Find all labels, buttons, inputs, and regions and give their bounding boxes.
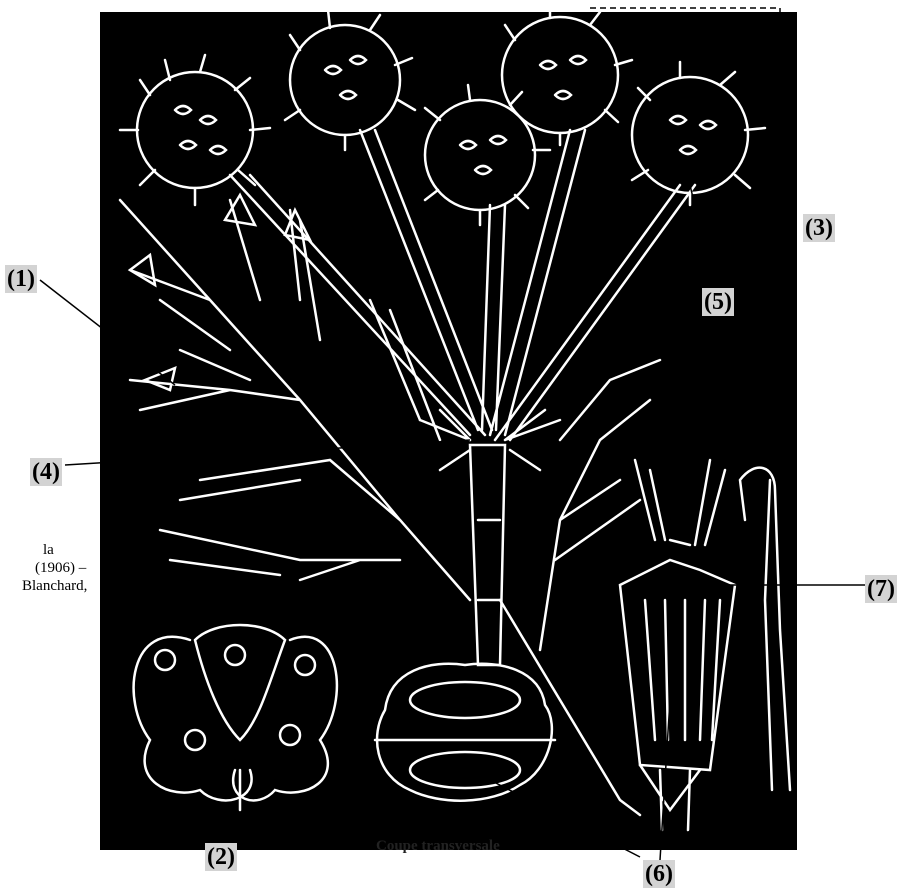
label-3: (3) (803, 214, 835, 242)
flower-head-2 (285, 10, 415, 150)
label-7: (7) (865, 575, 897, 603)
leader-4 (65, 440, 470, 465)
flower-detail (620, 460, 790, 830)
flower-head-3 (425, 85, 550, 225)
caption-line-2: (1906) – (35, 560, 86, 577)
label-2: (2) (205, 843, 237, 871)
fruit-cross-section (375, 664, 555, 801)
flower-head-4 (502, 5, 632, 145)
leader-5 (690, 185, 715, 292)
leader-6b (490, 780, 640, 857)
label-4: (4) (30, 458, 62, 486)
cross-section-label: Coupe transversale (376, 838, 500, 855)
main-stem (470, 445, 505, 665)
flower-head-1 (120, 55, 270, 205)
caption-line-3: Blanchard, (22, 578, 87, 595)
right-branch (500, 360, 660, 815)
flower-head-5 (632, 62, 765, 205)
petal-diagram (134, 625, 337, 810)
umbel-rays (230, 130, 695, 440)
caption-line-1: la (43, 542, 54, 559)
left-leafy-stem (120, 200, 470, 600)
label-1: (1) (5, 265, 37, 293)
leader-1 (40, 280, 175, 385)
label-6: (6) (643, 860, 675, 888)
label-5: (5) (702, 288, 734, 316)
